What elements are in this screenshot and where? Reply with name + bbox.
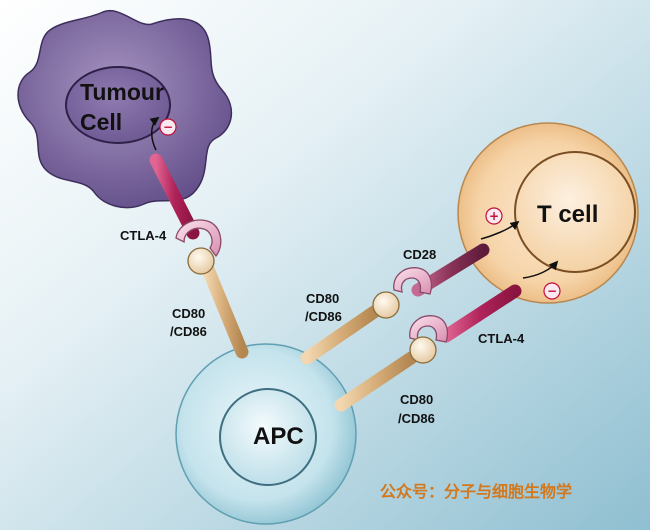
t-cell-nucleus bbox=[514, 151, 636, 273]
left-ctla4-receptor bbox=[149, 153, 222, 258]
ctla4-cup-left bbox=[175, 219, 222, 258]
cd28-receptor bbox=[393, 243, 490, 297]
tumour-cell-label-line2: Cell bbox=[80, 109, 122, 135]
tcell-inhibit-badge: − bbox=[543, 282, 561, 300]
apc-nucleus bbox=[219, 388, 317, 486]
left-cd80-ligand bbox=[187, 247, 249, 359]
tcell-activate-badge: + bbox=[485, 207, 503, 225]
t-cell: T cell bbox=[457, 122, 639, 304]
apc-cell: APC bbox=[175, 343, 357, 525]
apc-label: APC bbox=[253, 423, 304, 450]
cd80-label-left-line2: /CD86 bbox=[170, 324, 207, 339]
cd80-knob-left bbox=[187, 247, 215, 275]
tumour-signal-arrow bbox=[149, 116, 160, 151]
cd80-label-right-line1: CD80 bbox=[400, 392, 433, 407]
ctla4-stem-right bbox=[439, 284, 522, 343]
cd80-stem-right bbox=[334, 351, 418, 412]
right-cd80-ligand bbox=[334, 336, 437, 412]
cd80-label-mid-line2: /CD86 bbox=[305, 309, 342, 324]
right-ctla4-receptor bbox=[409, 284, 522, 343]
ctla4-label-right: CTLA-4 bbox=[478, 331, 525, 346]
watermark-text: 公众号：分子与细胞生物学 bbox=[380, 482, 572, 501]
cd80-stem-left bbox=[198, 255, 249, 359]
cd80-label-mid-line1: CD80 bbox=[306, 291, 339, 306]
cd80-knob-right bbox=[409, 336, 437, 364]
tumour-inhibit-badge: − bbox=[159, 118, 177, 136]
ctla4-cup-right bbox=[409, 315, 449, 343]
ctla4-stem-left bbox=[149, 153, 200, 240]
tcell-inhibition-arrow bbox=[522, 260, 559, 279]
mid-cd80-ligand bbox=[300, 291, 400, 365]
cd28-cup bbox=[393, 267, 433, 295]
tcell-activate-sign: + bbox=[489, 209, 499, 223]
t-cell-label: T cell bbox=[537, 201, 598, 228]
cd28-label: CD28 bbox=[403, 247, 436, 262]
ctla4-label-left: CTLA-4 bbox=[120, 228, 167, 243]
cd80-knob-mid bbox=[372, 291, 400, 319]
tcell-inhibit-sign: − bbox=[547, 284, 557, 298]
cd80-label-left-line1: CD80 bbox=[172, 306, 205, 321]
cd80-label-right-line2: /CD86 bbox=[398, 411, 435, 426]
cd80-stem-mid bbox=[300, 305, 381, 365]
tumour-cell-label-line1: Tumour bbox=[80, 79, 164, 105]
tumour-inhibit-sign: − bbox=[163, 120, 173, 134]
tumour-cell: Tumour Cell bbox=[17, 9, 233, 209]
tcell-activation-arrow bbox=[480, 220, 520, 240]
tumour-nucleus bbox=[65, 66, 171, 144]
